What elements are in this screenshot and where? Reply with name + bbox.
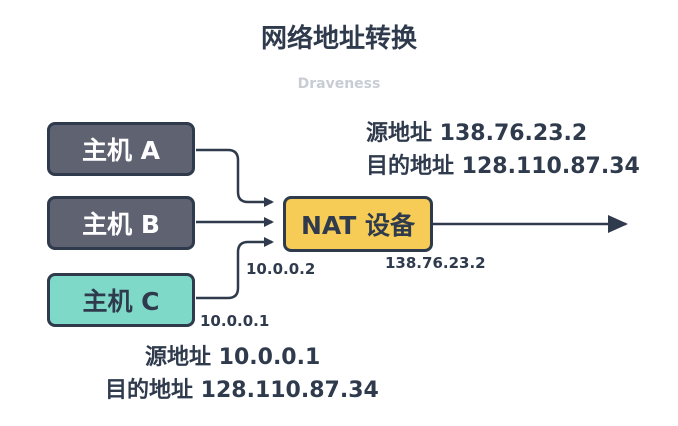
host-c-ip: 10.0.0.1	[200, 312, 270, 330]
host-b: 主机 B	[47, 196, 195, 250]
diagram-author: Draveness	[297, 76, 381, 92]
diagram-title: 网络地址转换	[260, 24, 417, 54]
connector-host-c	[196, 237, 274, 300]
host-c: 主机 C	[47, 273, 195, 327]
connector-host-a	[196, 148, 274, 207]
host-b-label: 主机 B	[82, 210, 160, 239]
nat-device-label: NAT 设备	[300, 211, 416, 240]
host-a-label: 主机 A	[81, 136, 161, 165]
host-c-label: 主机 C	[82, 287, 160, 316]
inbound-destination-address: 目的地址 128.110.87.34	[105, 378, 379, 403]
nat-inside-ip: 10.0.0.2	[246, 260, 316, 278]
outbound-packet-info: 源地址 138.76.23.2 目的地址 128.110.87.34	[366, 117, 640, 183]
inbound-packet-info: 源地址 10.0.0.1 目的地址 128.110.87.34	[105, 341, 379, 407]
nat-device: NAT 设备	[283, 196, 433, 252]
outbound-source-address: 源地址 138.76.23.2	[366, 121, 588, 146]
host-a: 主机 A	[47, 122, 195, 176]
nat-outside-ip: 138.76.23.2	[385, 254, 486, 272]
outbound-destination-address: 目的地址 128.110.87.34	[366, 154, 640, 179]
inbound-source-address: 源地址 10.0.0.1	[145, 345, 321, 370]
